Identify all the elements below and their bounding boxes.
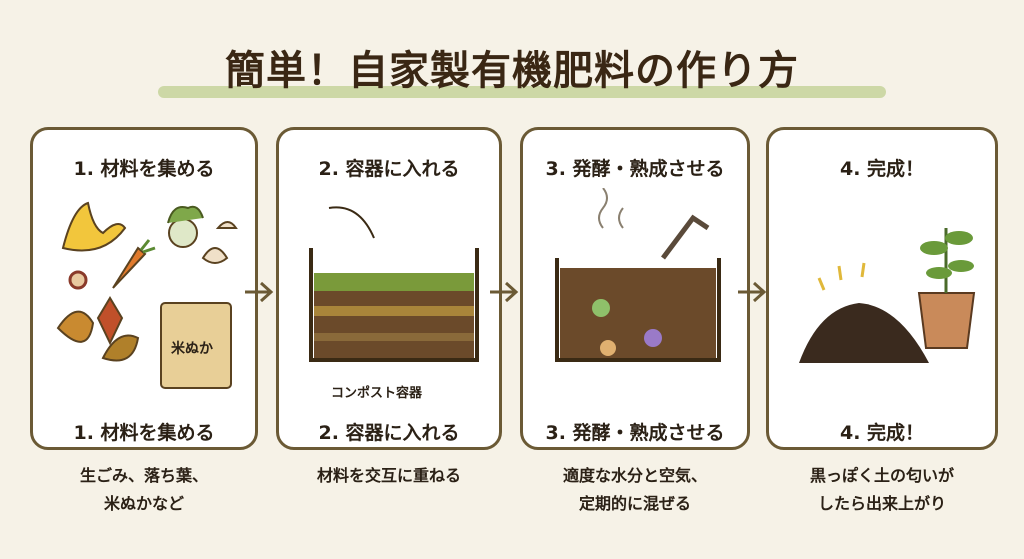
- step-4-heading: 4. 完成！: [839, 158, 925, 180]
- step-1-heading: 1. 材料を集める: [73, 158, 215, 180]
- description-line: したら出来上がり: [817, 494, 946, 513]
- potted-plant-icon: [917, 228, 976, 349]
- step-1-panel: 1. 材料を集める 米ぬか 1. 材料を集める: [30, 127, 258, 450]
- description-line: 生ごみ、落ち葉、: [79, 466, 208, 485]
- compost-container-illustration: [309, 206, 479, 362]
- carrot-icon: [112, 239, 156, 289]
- step-2-panel: 2. 容器に入れる コンポスト容器 2. 容器に入れる: [276, 127, 502, 450]
- description-line: 適度な水分と空気、: [562, 466, 707, 485]
- eggshell-icon: [201, 221, 238, 264]
- arrow-right-icon: [245, 281, 274, 303]
- arrow-right-icon: [490, 281, 519, 303]
- description-line: 米ぬかなど: [103, 494, 184, 513]
- apple-core-icon: [68, 270, 88, 290]
- arrow-right-icon: [738, 281, 767, 303]
- trowel-icon: [661, 214, 710, 260]
- steam-icon: [598, 188, 624, 229]
- step-3-description: 適度な水分と空気、 定期的に混ぜる: [520, 462, 750, 518]
- microbe-icon: [592, 299, 610, 317]
- step-4-description: 黒っぽく土の匂いが したら出来上がり: [767, 462, 997, 518]
- ingredients-illustration: [56, 201, 238, 389]
- microbe-icon: [644, 329, 662, 347]
- banana-peel-icon: [61, 201, 127, 252]
- rice-bran-label: 米ぬか: [171, 341, 213, 357]
- step-3-panel: 3. 発酵・熟成させる 3. 発酵・熟成させる: [520, 127, 750, 450]
- description-line: 材料を交互に重ねる: [316, 466, 461, 485]
- container-label: コンポスト容器: [331, 386, 423, 401]
- step-2-footer: 2. 容器に入れる: [318, 422, 460, 444]
- soil-pile-icon: [799, 303, 929, 363]
- sparkle-icon: [817, 262, 866, 291]
- description-line: 定期的に混ぜる: [578, 494, 691, 513]
- step-3-footer: 3. 発酵・熟成させる: [545, 422, 725, 444]
- fallen-leaves-icon: [56, 296, 140, 362]
- step-4-panel: 4. 完成！ 4. 完成！: [766, 127, 998, 450]
- title-highlight: [158, 86, 886, 98]
- step-1-footer: 1. 材料を集める: [73, 422, 215, 444]
- fermentation-illustration: [555, 188, 721, 362]
- step-1-description: 生ごみ、落ち葉、 米ぬかなど: [29, 462, 259, 518]
- rice-bran-bag-icon: [160, 302, 232, 389]
- microbe-icon: [600, 340, 616, 356]
- page-title: 簡単！自家製有機肥料の作り方: [225, 48, 799, 94]
- finished-compost-illustration: [799, 228, 976, 363]
- step-2-description: 材料を交互に重ねる: [274, 462, 504, 490]
- step-2-heading: 2. 容器に入れる: [318, 158, 460, 180]
- step-4-footer: 4. 完成！: [839, 422, 925, 444]
- vegetable-scraps-icon: [167, 205, 204, 248]
- down-arrow-icon: [328, 206, 375, 239]
- step-3-heading: 3. 発酵・熟成させる: [545, 158, 725, 180]
- description-line: 黒っぽく土の匂いが: [809, 466, 954, 485]
